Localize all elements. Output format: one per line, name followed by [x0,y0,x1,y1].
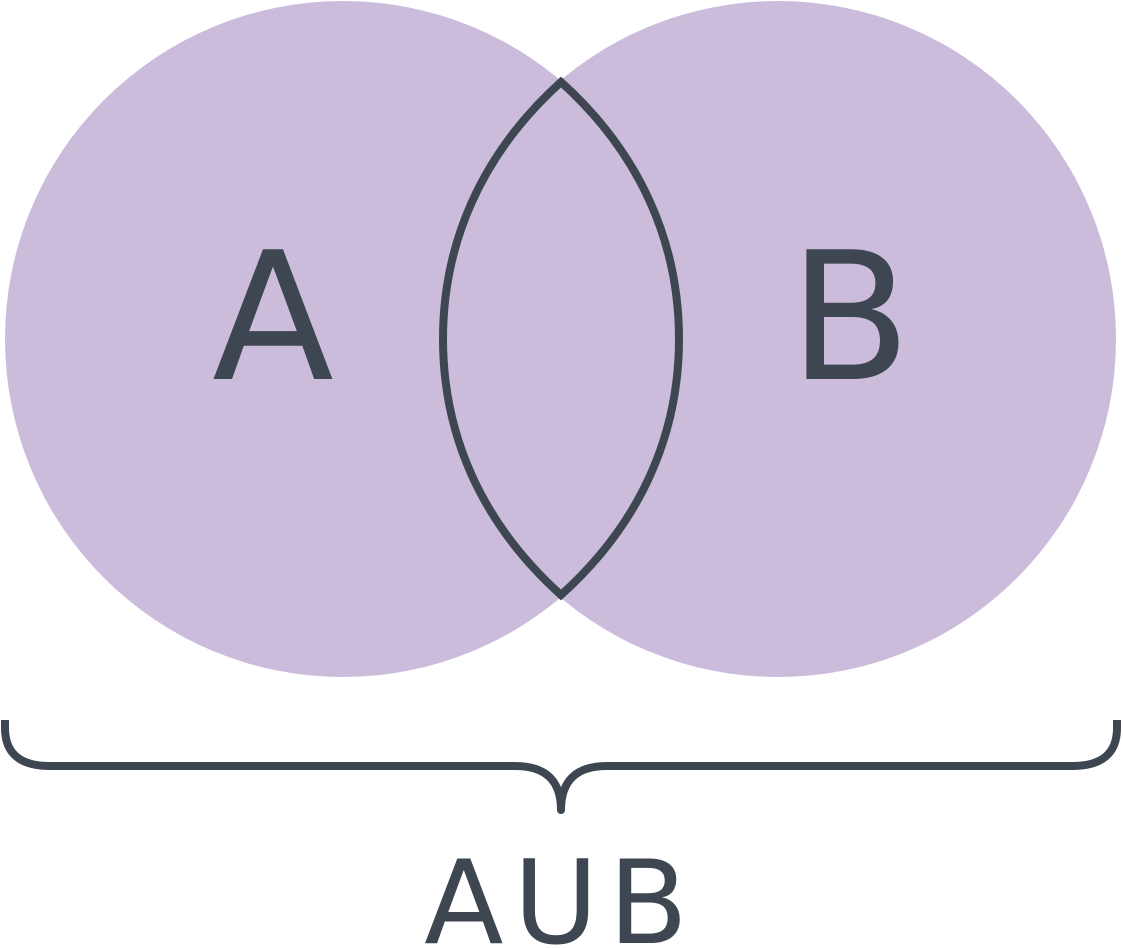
set-b-circle [440,1,1116,677]
set-b-label: B [789,214,911,421]
intersection-outline [438,76,684,601]
union-brace [1,720,1121,814]
union-label: AUB [424,836,698,948]
set-a-label: A [212,214,334,421]
